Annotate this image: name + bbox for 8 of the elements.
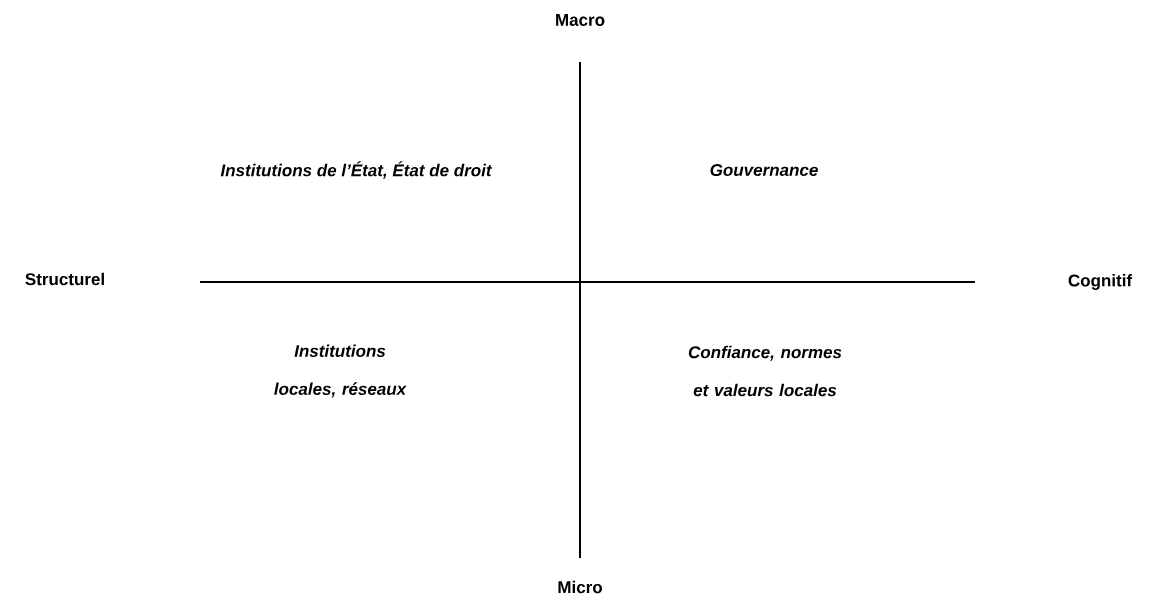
quadrant-label: Institutions de l’État, État de droit [220,161,493,179]
axis-label: Micro [558,580,602,594]
axis-label: Cognitif [1068,274,1133,290]
quadrant-label: Confiance, normes et valeurs locales [688,345,842,397]
quadrant-label: Gouvernance [710,164,818,176]
axis-label: Structurel [25,272,104,286]
quadrant-label: Institutions locales, réseaux [274,344,407,398]
axis-label: Macro [556,14,605,26]
